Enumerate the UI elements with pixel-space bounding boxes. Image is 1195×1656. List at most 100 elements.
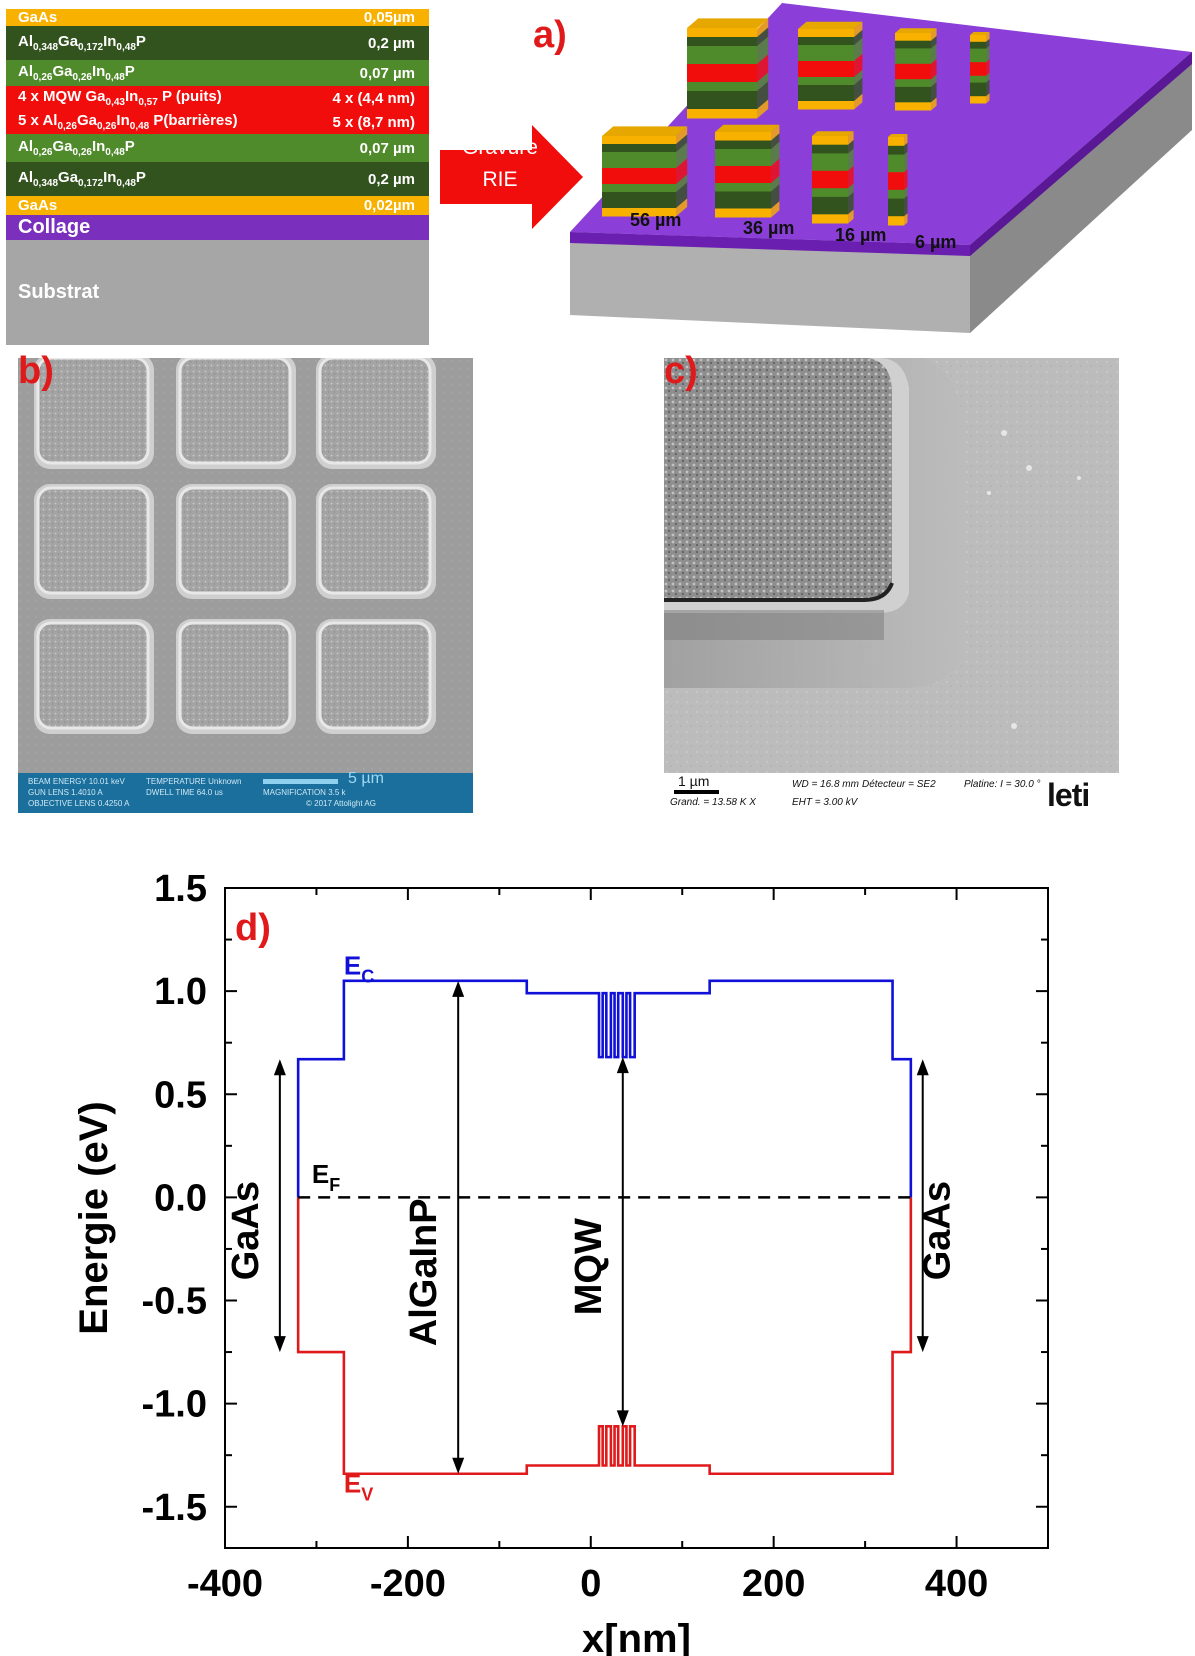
pillar-layer-side (904, 204, 908, 217)
slab-purple-edge-side (970, 52, 1192, 256)
annotation-label: GaAs (225, 1181, 267, 1280)
detector: Détecteur = SE2 (862, 779, 936, 790)
layer-name: Al0,26Ga0,26In0,48P (18, 63, 135, 83)
sem-b-info-bar: BEAM ENERGY 10.01 keV GUN LENS 1.4010 A … (18, 770, 473, 813)
pillar-layer-front (798, 69, 854, 78)
sem-c-info-bar: 1 µm Grand. = 13.58 K X WD = 16.8 mm EHT… (664, 773, 1119, 816)
pillar-layer-side (854, 85, 863, 102)
pillar-layer-front (687, 73, 757, 83)
stage-tilt: Platine: I = 30.0 ° (964, 779, 1041, 790)
layer-name: Al0,26Ga0,26In0,48P (18, 138, 135, 158)
sem-pillar (178, 358, 292, 465)
layer-algainp-bottom: Al0,26Ga0,26In0,48P 0,07 µm (6, 134, 429, 162)
pillar-layer-side (904, 178, 908, 191)
pillar-layer-front (687, 37, 757, 47)
pillar-layer-front (895, 63, 931, 72)
pillar-layer-side (771, 167, 780, 184)
pillar-layer-front (812, 136, 848, 146)
pillar-layer-side (676, 158, 688, 177)
pillar-layer-side (676, 174, 688, 193)
etching-arrow-icon (440, 125, 583, 229)
scale-label: 5 µm (348, 770, 384, 787)
layer-algainp-top: Al0,26Ga0,26In0,48P 0,07 µm (6, 60, 429, 86)
pillar-layer-side (757, 63, 769, 83)
pillar-layer-front (812, 188, 848, 198)
pillar-layer-side (676, 150, 688, 169)
pillar-layer-side (854, 45, 863, 62)
pillar-layer-side (848, 139, 854, 154)
pillar-layer-side (854, 93, 863, 110)
pillar-layer-side (854, 77, 863, 94)
series-e-v (296, 1197, 913, 1476)
objective-lens-value: 0.4250 A (97, 799, 130, 808)
scale-bar (263, 779, 338, 784)
pillar-layer-side (676, 166, 688, 185)
pillar-layer-front (970, 69, 986, 77)
pillar-layer-side (757, 36, 769, 56)
pillar-layer-side (986, 93, 990, 104)
y-tick-label: 1.0 (154, 971, 207, 1013)
layer-thickness: 0,2 µm (368, 170, 415, 188)
layer-thickness: 0,2 µm (368, 34, 415, 52)
beam-energy-value: 10.01 keV (88, 777, 125, 786)
layer-alinp-bottom: Al0,348Ga0,172In0,48P 0,2 µm (6, 162, 429, 196)
pillar-label-6: 6 µm (915, 232, 957, 252)
panel-a-label: a) (533, 14, 567, 56)
layer-thickness: 5 x (8,7 nm) (332, 113, 415, 131)
sem-image-c: 1 µm Grand. = 13.58 K X WD = 16.8 mm EHT… (664, 358, 1119, 816)
pillar-layer-side (848, 192, 854, 207)
pillar-layer-front (895, 79, 931, 88)
pillar-layer-front (888, 154, 904, 164)
annotation-arrowhead-down (452, 1457, 465, 1474)
pillar-layer-front (812, 144, 848, 154)
pillar-layer-side (676, 142, 688, 161)
scale-label: 1 µm (678, 773, 710, 789)
pillar-layer-front (888, 137, 904, 147)
x-tick-label: -200 (370, 1563, 446, 1605)
annotation-label: GaAs (917, 1181, 959, 1280)
pillar-layer-front (895, 48, 931, 57)
pillar-top (602, 126, 688, 136)
pillar-layer-side (854, 53, 863, 70)
pillar-layer-front (812, 214, 848, 224)
pillar-layer-side (931, 59, 937, 72)
layer-thickness: 0,07 µm (359, 139, 415, 157)
pillar-layer-front (687, 109, 757, 119)
pillar-layer-front (602, 184, 676, 193)
working-distance: WD = 16.8 mm (792, 779, 859, 790)
pillar-layer-side (676, 190, 688, 209)
pillar-layer-side (931, 82, 937, 96)
pillar-layer-front (970, 96, 986, 104)
slab-front-face (570, 232, 970, 333)
pillar-layer-side (854, 37, 863, 54)
pillar-layer-front (602, 144, 676, 153)
pillar-layer-side (931, 35, 937, 49)
arrow-label-line1: Gravure (462, 136, 538, 159)
pillar-layer-side (931, 97, 937, 111)
layer-name: 4 x MQW Ga0,43In0,57 P (puits) (18, 88, 222, 108)
annotation-arrowhead-up (273, 1059, 286, 1076)
magnification: Grand. = 13.58 K X (670, 797, 756, 808)
pillar-layer-front (895, 71, 931, 80)
dwell-time-value: 64.0 us (196, 788, 223, 797)
pillar-layer-side (904, 151, 908, 164)
slab-purple-edge (570, 232, 970, 256)
y-tick-label: -0.5 (142, 1281, 207, 1323)
layer-name: Al0,348Ga0,172In0,48P (18, 33, 146, 53)
pillar-layer-front (715, 140, 771, 150)
pillar-layer-side (771, 184, 780, 201)
pillar (895, 28, 937, 111)
x-axis-label: x[nm] (582, 1617, 691, 1656)
pillar-layer-front (888, 207, 904, 217)
pillar-layer-side (848, 166, 854, 180)
arrow-label-line2: RIE (482, 168, 518, 191)
pillar-layer-side (757, 27, 769, 47)
sem-pillar (178, 486, 292, 595)
pillar-layer-front (888, 198, 904, 208)
pillar-layer-front (687, 28, 757, 38)
magnification-value: 3.5 k (328, 788, 346, 797)
pillar-layer-side (904, 142, 908, 156)
y-tick-label: 1.5 (154, 868, 207, 910)
pillar-layer-side (854, 61, 863, 78)
annotation-label: MQW (568, 1218, 610, 1315)
